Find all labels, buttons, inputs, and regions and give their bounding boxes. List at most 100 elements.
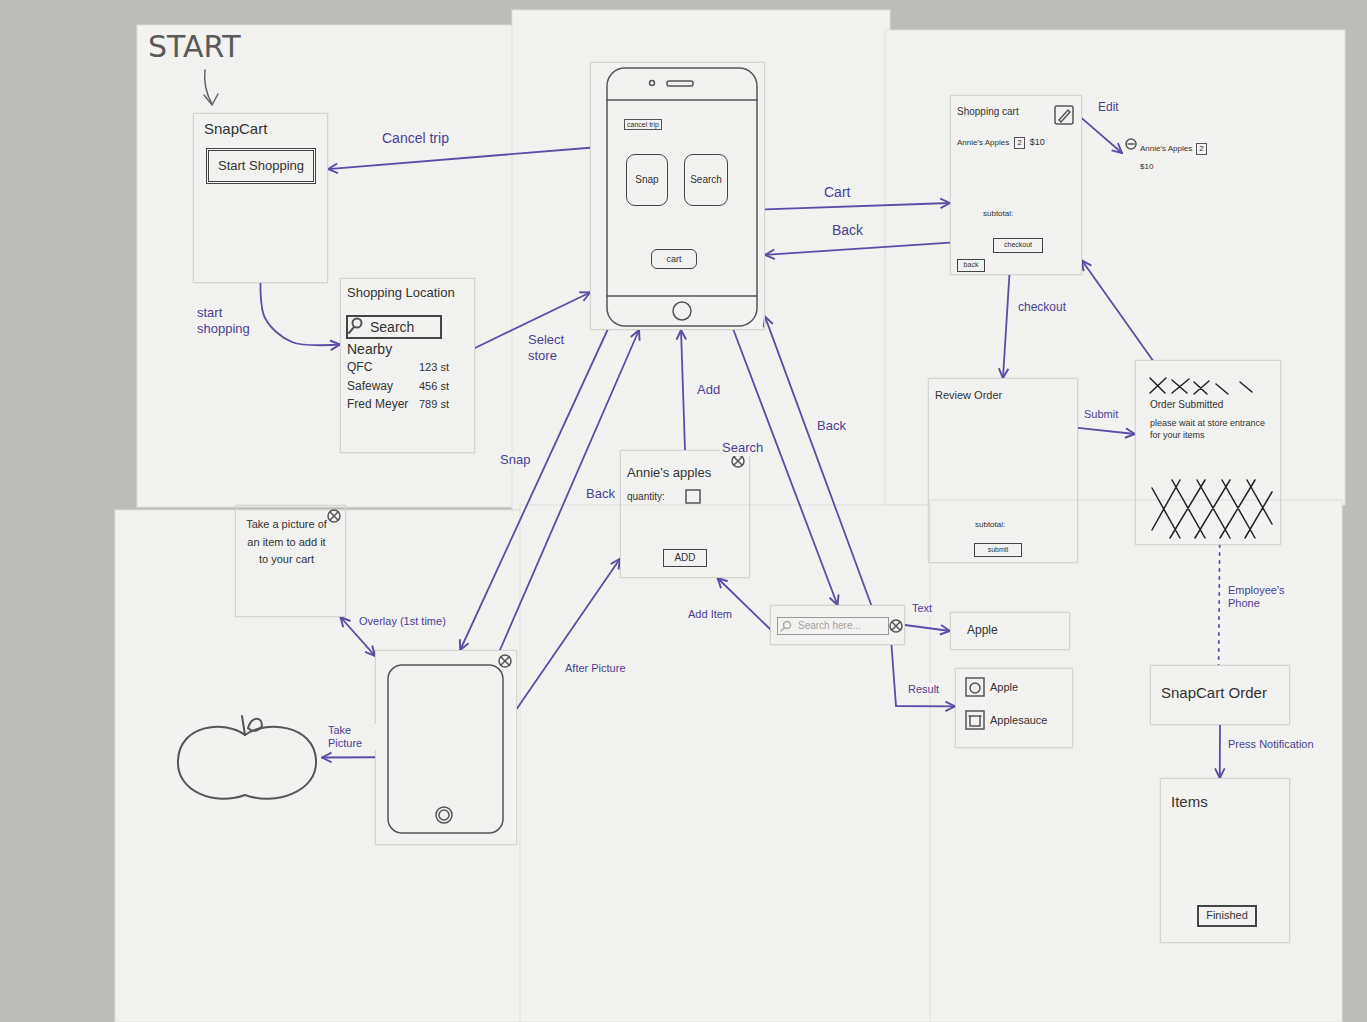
arrow-label: Snap — [498, 452, 532, 468]
flow-arrow — [500, 330, 639, 650]
paper-sheet — [930, 500, 1342, 1022]
jar-icon — [969, 716, 981, 726]
edit-pencil-icon — [1059, 110, 1070, 122]
arrow-label: Back — [830, 222, 865, 239]
close-icon — [732, 455, 744, 467]
paper-sheet — [520, 505, 935, 1022]
screen-text: cancel trip — [624, 119, 662, 130]
arrow-label: Overlay (1st time) — [357, 615, 448, 628]
remove-icon — [1126, 139, 1136, 149]
button-label: Search — [690, 174, 722, 186]
paper-sheet — [512, 10, 890, 510]
flow-arrow — [517, 559, 620, 709]
screen-text: 2 — [1196, 143, 1206, 155]
crosshatch — [1152, 480, 1272, 538]
flow-arrow — [765, 243, 950, 255]
flow-arrow — [681, 330, 685, 450]
close-icon — [892, 622, 900, 630]
button: ADD — [663, 549, 707, 567]
arrow-label: Result — [906, 683, 941, 696]
button-label: submit — [988, 546, 1009, 554]
screen-text: Annie's Apples — [957, 138, 1009, 148]
arrow-label: Take Picture — [326, 724, 376, 750]
screen-card: Shopping cartAnnie's Apples2$10subtotal:… — [950, 95, 1082, 275]
screen-text: quantity: — [627, 491, 665, 503]
edit-pencil-icon — [1055, 106, 1073, 124]
button-label: Start Shopping — [218, 158, 304, 174]
start-label: START — [148, 30, 241, 63]
flow-arrow — [1082, 261, 1153, 360]
flow-arrow — [1219, 725, 1221, 778]
button-label: back — [964, 261, 979, 269]
quantity-box — [686, 490, 700, 503]
arrow-label: Cancel trip — [380, 130, 451, 147]
arrow-label: After Picture — [563, 662, 628, 675]
screen-text: Search here... — [777, 617, 889, 635]
button: Start Shopping — [206, 148, 316, 184]
button: Snap — [626, 154, 668, 206]
screen-text: Shopping cart — [957, 106, 1019, 118]
start-arrow — [204, 70, 218, 105]
close-icon — [734, 457, 742, 465]
flow-arrow — [1082, 118, 1122, 153]
notification-card: SnapCart Order — [1150, 665, 1290, 725]
screen-text: SnapCart Order — [1161, 684, 1267, 702]
screen-text: please wait at store entrance for your i… — [1150, 417, 1270, 441]
apple-picture — [172, 710, 322, 805]
screen-text: 123 st — [419, 360, 449, 375]
button-label: cart — [666, 254, 681, 265]
phone-home-button — [673, 302, 691, 320]
screen-text: Annie's apples — [627, 465, 711, 481]
flow-arrow — [905, 625, 950, 631]
screen-text: Take a picture of an item to add it to y… — [244, 516, 329, 569]
arrow-label: Back — [815, 418, 848, 434]
sketch-drawings — [178, 68, 1272, 833]
cart-row: Annie's Apples2$10 — [1122, 133, 1222, 173]
screen-text: Safeway — [347, 378, 419, 394]
paper-sheet — [137, 25, 520, 507]
paper-sheet — [885, 30, 1345, 505]
flow-arrow — [1078, 428, 1135, 434]
paper-sheets — [115, 10, 1345, 1022]
screen-text: Apple — [967, 623, 998, 637]
button: Search — [684, 154, 728, 206]
phone-screen: cancel tripSnap Search cart — [590, 62, 765, 330]
button: back — [957, 259, 985, 272]
screen-text: Applesauce — [990, 714, 1048, 727]
search-box: Search — [346, 315, 442, 339]
arrow-label: Back — [584, 486, 617, 502]
screen-text: QFC — [347, 359, 419, 375]
screen-text: Order Submitted — [1150, 399, 1223, 411]
screen-card: Apple — [950, 612, 1070, 650]
apple-icon — [966, 678, 984, 696]
arrow-label: start shopping — [195, 305, 261, 336]
screen-card: Review Ordersubtotal:submit — [928, 378, 1078, 563]
camera-screen — [375, 650, 517, 845]
screen-text: $10 — [1030, 137, 1045, 148]
flow-arrow — [892, 645, 956, 706]
button-label: Search — [370, 319, 414, 336]
flow-arrow — [765, 317, 871, 605]
search-icon — [349, 327, 354, 333]
apple-stem — [242, 716, 262, 735]
button-label: checkout — [1004, 241, 1032, 249]
button: checkout — [993, 238, 1043, 253]
flow-arrow — [1219, 545, 1220, 665]
flow-arrow — [765, 203, 950, 209]
tablet-outline — [388, 665, 503, 833]
screen-text: Annie's Apples — [1140, 144, 1192, 154]
flow-arrow — [260, 283, 340, 345]
phone-screen-lines — [607, 100, 757, 296]
screen-text: subtotal: — [975, 520, 1005, 530]
phone-outline — [607, 68, 757, 326]
button-label: Finished — [1206, 909, 1248, 922]
arrow-label: Search — [720, 440, 765, 456]
screen-text: Shopping Location — [347, 285, 455, 301]
arrow-label: Edit — [1096, 100, 1121, 114]
tablet-home-button — [439, 810, 449, 820]
arrow-label: Add Item — [686, 608, 734, 621]
flow-arrow — [718, 578, 771, 629]
remove-icon — [1128, 143, 1134, 145]
close-icon — [890, 620, 902, 632]
